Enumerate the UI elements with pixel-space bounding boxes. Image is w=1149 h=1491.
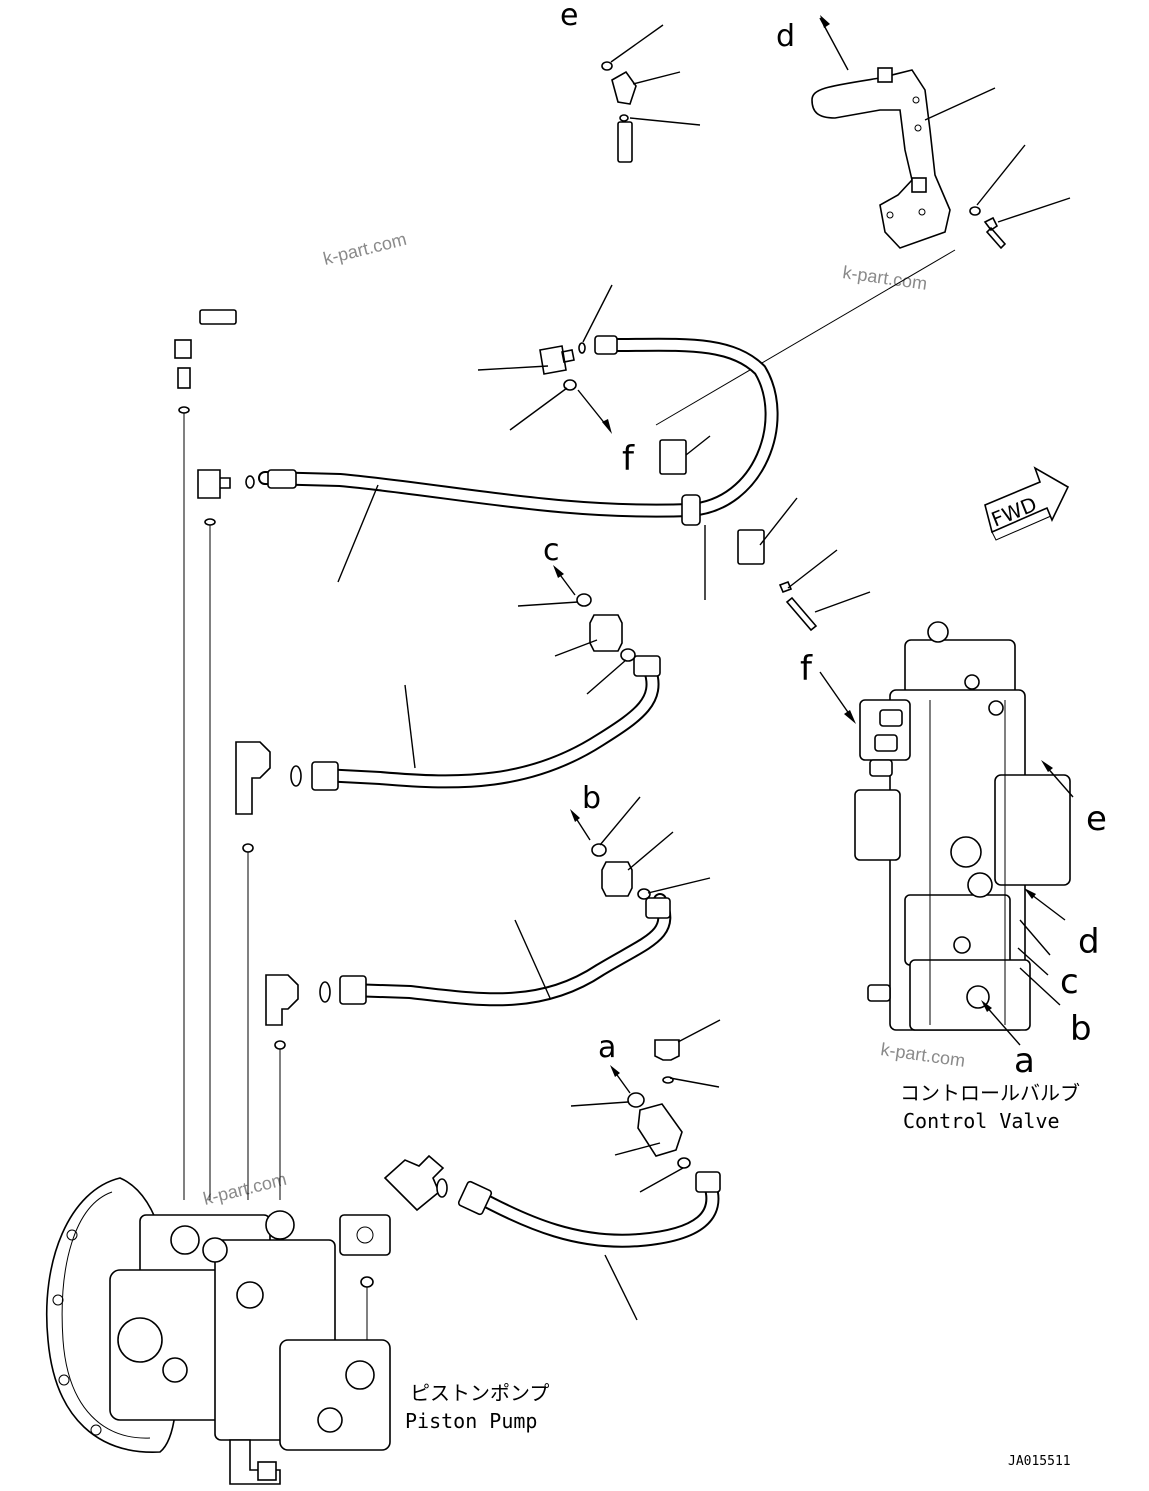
captions: コントロールバルブ Control Valve ピストンポンプ Piston P… <box>405 1081 1080 1469</box>
label-f-upper: f <box>622 439 635 479</box>
label-e-valve: e <box>1086 799 1107 839</box>
label-c-hose: c <box>543 533 560 568</box>
watermark-2: k-part.com <box>841 262 928 294</box>
callout-labels: e d f c b a f e d c b a <box>543 0 1107 1081</box>
label-e-top: e <box>560 0 578 33</box>
piston-pump-caption-en: Piston Pump <box>405 1409 537 1433</box>
fwd-arrow: FWD <box>984 466 1070 541</box>
label-a-hose: a <box>598 1030 616 1065</box>
label-f-valve: f <box>800 649 813 689</box>
hose-b-assembly <box>265 796 711 1200</box>
piston-pump <box>45 1177 391 1485</box>
label-d-valve: d <box>1078 922 1100 962</box>
piston-pump-caption-jp: ピストンポンプ <box>410 1381 549 1405</box>
hose-e-assembly <box>174 24 701 1200</box>
fwd-label: FWD <box>988 492 1040 532</box>
watermark-1: k-part.com <box>321 229 408 269</box>
control-valve-caption-en: Control Valve <box>903 1109 1060 1133</box>
hose-a-assembly <box>383 1019 721 1321</box>
label-c-valve: c <box>1060 962 1079 1002</box>
bracket-d <box>655 15 1071 426</box>
watermark-3: k-part.com <box>201 1169 288 1209</box>
drawing-id: JA015511 <box>1008 1454 1071 1469</box>
control-valve <box>819 621 1074 1046</box>
hose-f-assembly <box>197 284 871 1200</box>
label-d-top: d <box>776 19 795 54</box>
label-a-valve: a <box>1014 1041 1035 1081</box>
watermark-4: k-part.com <box>879 1039 966 1071</box>
hose-c-assembly <box>235 565 661 1200</box>
label-b-hose: b <box>582 781 601 816</box>
control-valve-caption-jp: コントロールバルブ <box>900 1081 1080 1105</box>
label-b-valve: b <box>1070 1009 1092 1049</box>
